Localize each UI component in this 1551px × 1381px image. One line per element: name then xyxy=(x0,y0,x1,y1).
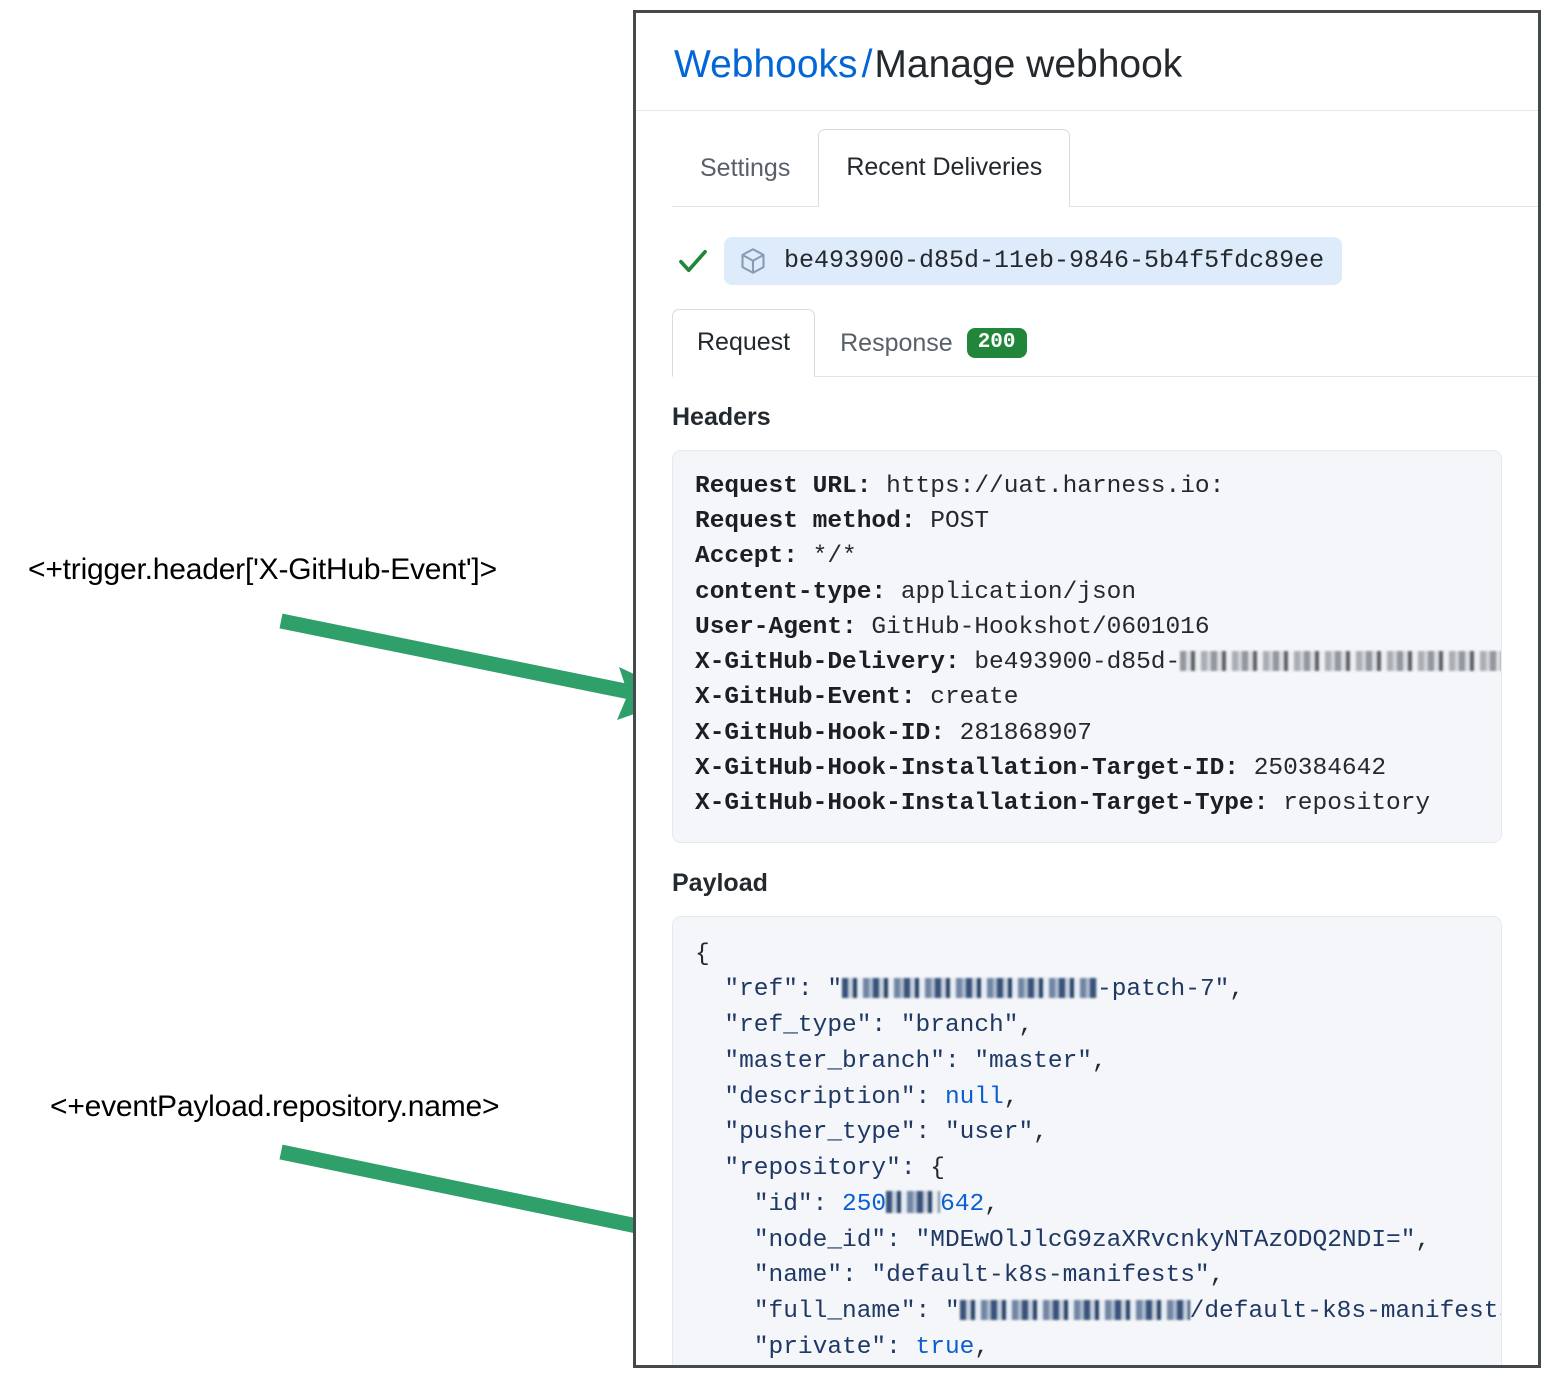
headers-code-block: Request URL: https://uat.harness.io:Requ… xyxy=(672,449,1502,843)
header-value: repository xyxy=(1268,790,1431,818)
payload-section-title: Payload xyxy=(672,868,768,897)
webhook-tabs: Settings Recent Deliveries xyxy=(636,128,1538,207)
annotation-label-event-payload: <+eventPayload.repository.name> xyxy=(50,1090,500,1123)
tab-response[interactable]: Response 200 xyxy=(815,309,1051,377)
payload-line: "name": "default-k8s-manifests", xyxy=(753,1262,1225,1290)
header-key: Accept: xyxy=(695,543,798,571)
payload-code-block: { "ref": "-patch-7", "ref_type": "branch… xyxy=(672,915,1502,1368)
header-row: X-GitHub-Hook-Installation-Target-ID: 25… xyxy=(695,751,1479,786)
header-value: GitHub-Hookshot/0601016 xyxy=(856,613,1210,641)
header-row: content-type: application/json xyxy=(695,575,1479,610)
header-row: X-GitHub-Hook-Installation-Target-Type: … xyxy=(695,786,1479,821)
header-value: 281868907 xyxy=(944,719,1092,747)
payload-line: "repository": { xyxy=(695,1151,1479,1187)
payload-line: "description": null, xyxy=(724,1083,1019,1111)
payload-value: "user" xyxy=(944,1119,1034,1147)
annotation-arrow-1 xyxy=(279,613,683,720)
redacted-value xyxy=(1180,651,1501,672)
payload-key: "repository": xyxy=(724,1155,931,1183)
payload-key: "private": xyxy=(753,1333,916,1361)
status-badge: 200 xyxy=(966,328,1027,359)
header-value: create xyxy=(915,684,1019,712)
payload-key: "node_id": xyxy=(753,1226,916,1254)
tab-settings[interactable]: Settings xyxy=(672,129,818,207)
payload-line: "ref_type": "branch", xyxy=(724,1012,1034,1040)
tab-request-label: Request xyxy=(697,328,791,357)
tab-recent-deliveries-label: Recent Deliveries xyxy=(846,153,1043,182)
payload-key: "full_name": xyxy=(753,1298,945,1326)
header-row: X-GitHub-Hook-ID: 281868907 xyxy=(695,716,1479,751)
payload-line: "private": true, xyxy=(753,1333,990,1361)
delivery-guid: be493900-d85d-11eb-9846-5b4f5fdc89ee xyxy=(784,246,1325,276)
payload-key: "description": xyxy=(724,1083,945,1111)
annotation-label-trigger-header: <+trigger.header['X-GitHub-Event']> xyxy=(28,553,497,586)
header-row: Request method: POST xyxy=(695,504,1479,539)
payload-key: "id": xyxy=(753,1190,843,1218)
github-webhook-panel: Webhooks/Manage webhook Settings Recent … xyxy=(633,10,1541,1368)
payload-key: "name": xyxy=(753,1262,872,1290)
tab-response-label: Response xyxy=(840,328,953,357)
check-icon xyxy=(679,249,707,272)
payload-value: "MDEwOlJlcG9zaXRvcnkyNTAzODQ2NDI=" xyxy=(915,1226,1416,1254)
breadcrumb-separator: / xyxy=(861,43,873,86)
header-key: Request URL: xyxy=(695,472,872,500)
header-key: X-GitHub-Hook-Installation-Target-Type: xyxy=(695,790,1269,818)
header-row: X-GitHub-Event: create xyxy=(695,680,1479,715)
payload-line: "master_branch": "master", xyxy=(724,1047,1107,1075)
payload-line: "owner": { xyxy=(695,1366,1479,1368)
tab-request[interactable]: Request xyxy=(672,308,816,377)
header-row: Accept: */* xyxy=(695,539,1479,574)
redacted-value xyxy=(886,1190,941,1213)
payload-line: "node_id": "MDEwOlJlcG9zaXRvcnkyNTAzODQ2… xyxy=(753,1226,1431,1254)
header-key: X-GitHub-Delivery: xyxy=(695,649,960,677)
payload-punctuation: { xyxy=(695,940,710,968)
header-value: https://uat.harness.io: xyxy=(871,472,1225,500)
header-value: be493900-d85d- xyxy=(959,649,1181,677)
tab-settings-label: Settings xyxy=(700,153,791,182)
header-divider xyxy=(636,109,1538,111)
payload-line: "full_name": "/default-k8s-manifests", xyxy=(695,1294,1501,1330)
header-key: X-GitHub-Hook-ID: xyxy=(695,719,945,747)
package-icon xyxy=(741,248,765,274)
header-value: */* xyxy=(797,543,857,571)
breadcrumb-link-webhooks[interactable]: Webhooks xyxy=(674,43,858,86)
header-row: X-GitHub-Delivery: be493900-d85d- xyxy=(695,645,1501,680)
payload-value: { xyxy=(930,1155,945,1183)
payload-value: "master" xyxy=(974,1047,1092,1075)
payload-value: "branch" xyxy=(900,1012,1019,1040)
payload-value: /default-k8s-manifests" xyxy=(1189,1298,1502,1326)
payload-value: null xyxy=(944,1083,1004,1111)
header-value: POST xyxy=(915,508,990,536)
headers-section-title: Headers xyxy=(672,402,771,431)
header-key: X-GitHub-Event: xyxy=(695,684,916,712)
payload-line: { xyxy=(695,937,1479,973)
delivery-detail-tabs: Request Response 200 xyxy=(636,308,1538,377)
payload-line: "ref": "-patch-7", xyxy=(724,976,1245,1004)
payload-key: "ref": xyxy=(724,976,828,1004)
payload-value: -patch-7" xyxy=(1097,976,1230,1004)
breadcrumb: Webhooks/Manage webhook xyxy=(636,13,1538,110)
payload-key: "master_branch": xyxy=(724,1047,975,1075)
header-row: User-Agent: GitHub-Hookshot/0601016 xyxy=(695,610,1479,645)
payload-key: "ref_type": xyxy=(724,1012,901,1040)
header-row: Request URL: https://uat.harness.io: xyxy=(695,469,1479,504)
redacted-value xyxy=(842,978,1098,999)
tab-recent-deliveries[interactable]: Recent Deliveries xyxy=(818,128,1071,207)
delivery-id-pill[interactable]: be493900-d85d-11eb-9846-5b4f5fdc89ee xyxy=(724,236,1343,285)
header-key: Request method: xyxy=(695,508,916,536)
header-key: User-Agent: xyxy=(695,613,857,641)
header-value: application/json xyxy=(886,578,1137,606)
header-key: X-GitHub-Hook-Installation-Target-ID: xyxy=(695,754,1239,782)
delivery-row: be493900-d85d-11eb-9846-5b4f5fdc89ee xyxy=(636,207,1538,285)
payload-value: "default-k8s-manifests" xyxy=(871,1262,1210,1290)
payload-line: "pusher_type": "user", xyxy=(724,1119,1048,1147)
payload-key: "pusher_type": xyxy=(724,1119,945,1147)
header-value: 250384642 xyxy=(1239,754,1387,782)
payload-value: true xyxy=(915,1333,975,1361)
page-title: Manage webhook xyxy=(874,43,1183,86)
header-key: content-type: xyxy=(695,578,887,606)
redacted-value xyxy=(959,1300,1190,1321)
